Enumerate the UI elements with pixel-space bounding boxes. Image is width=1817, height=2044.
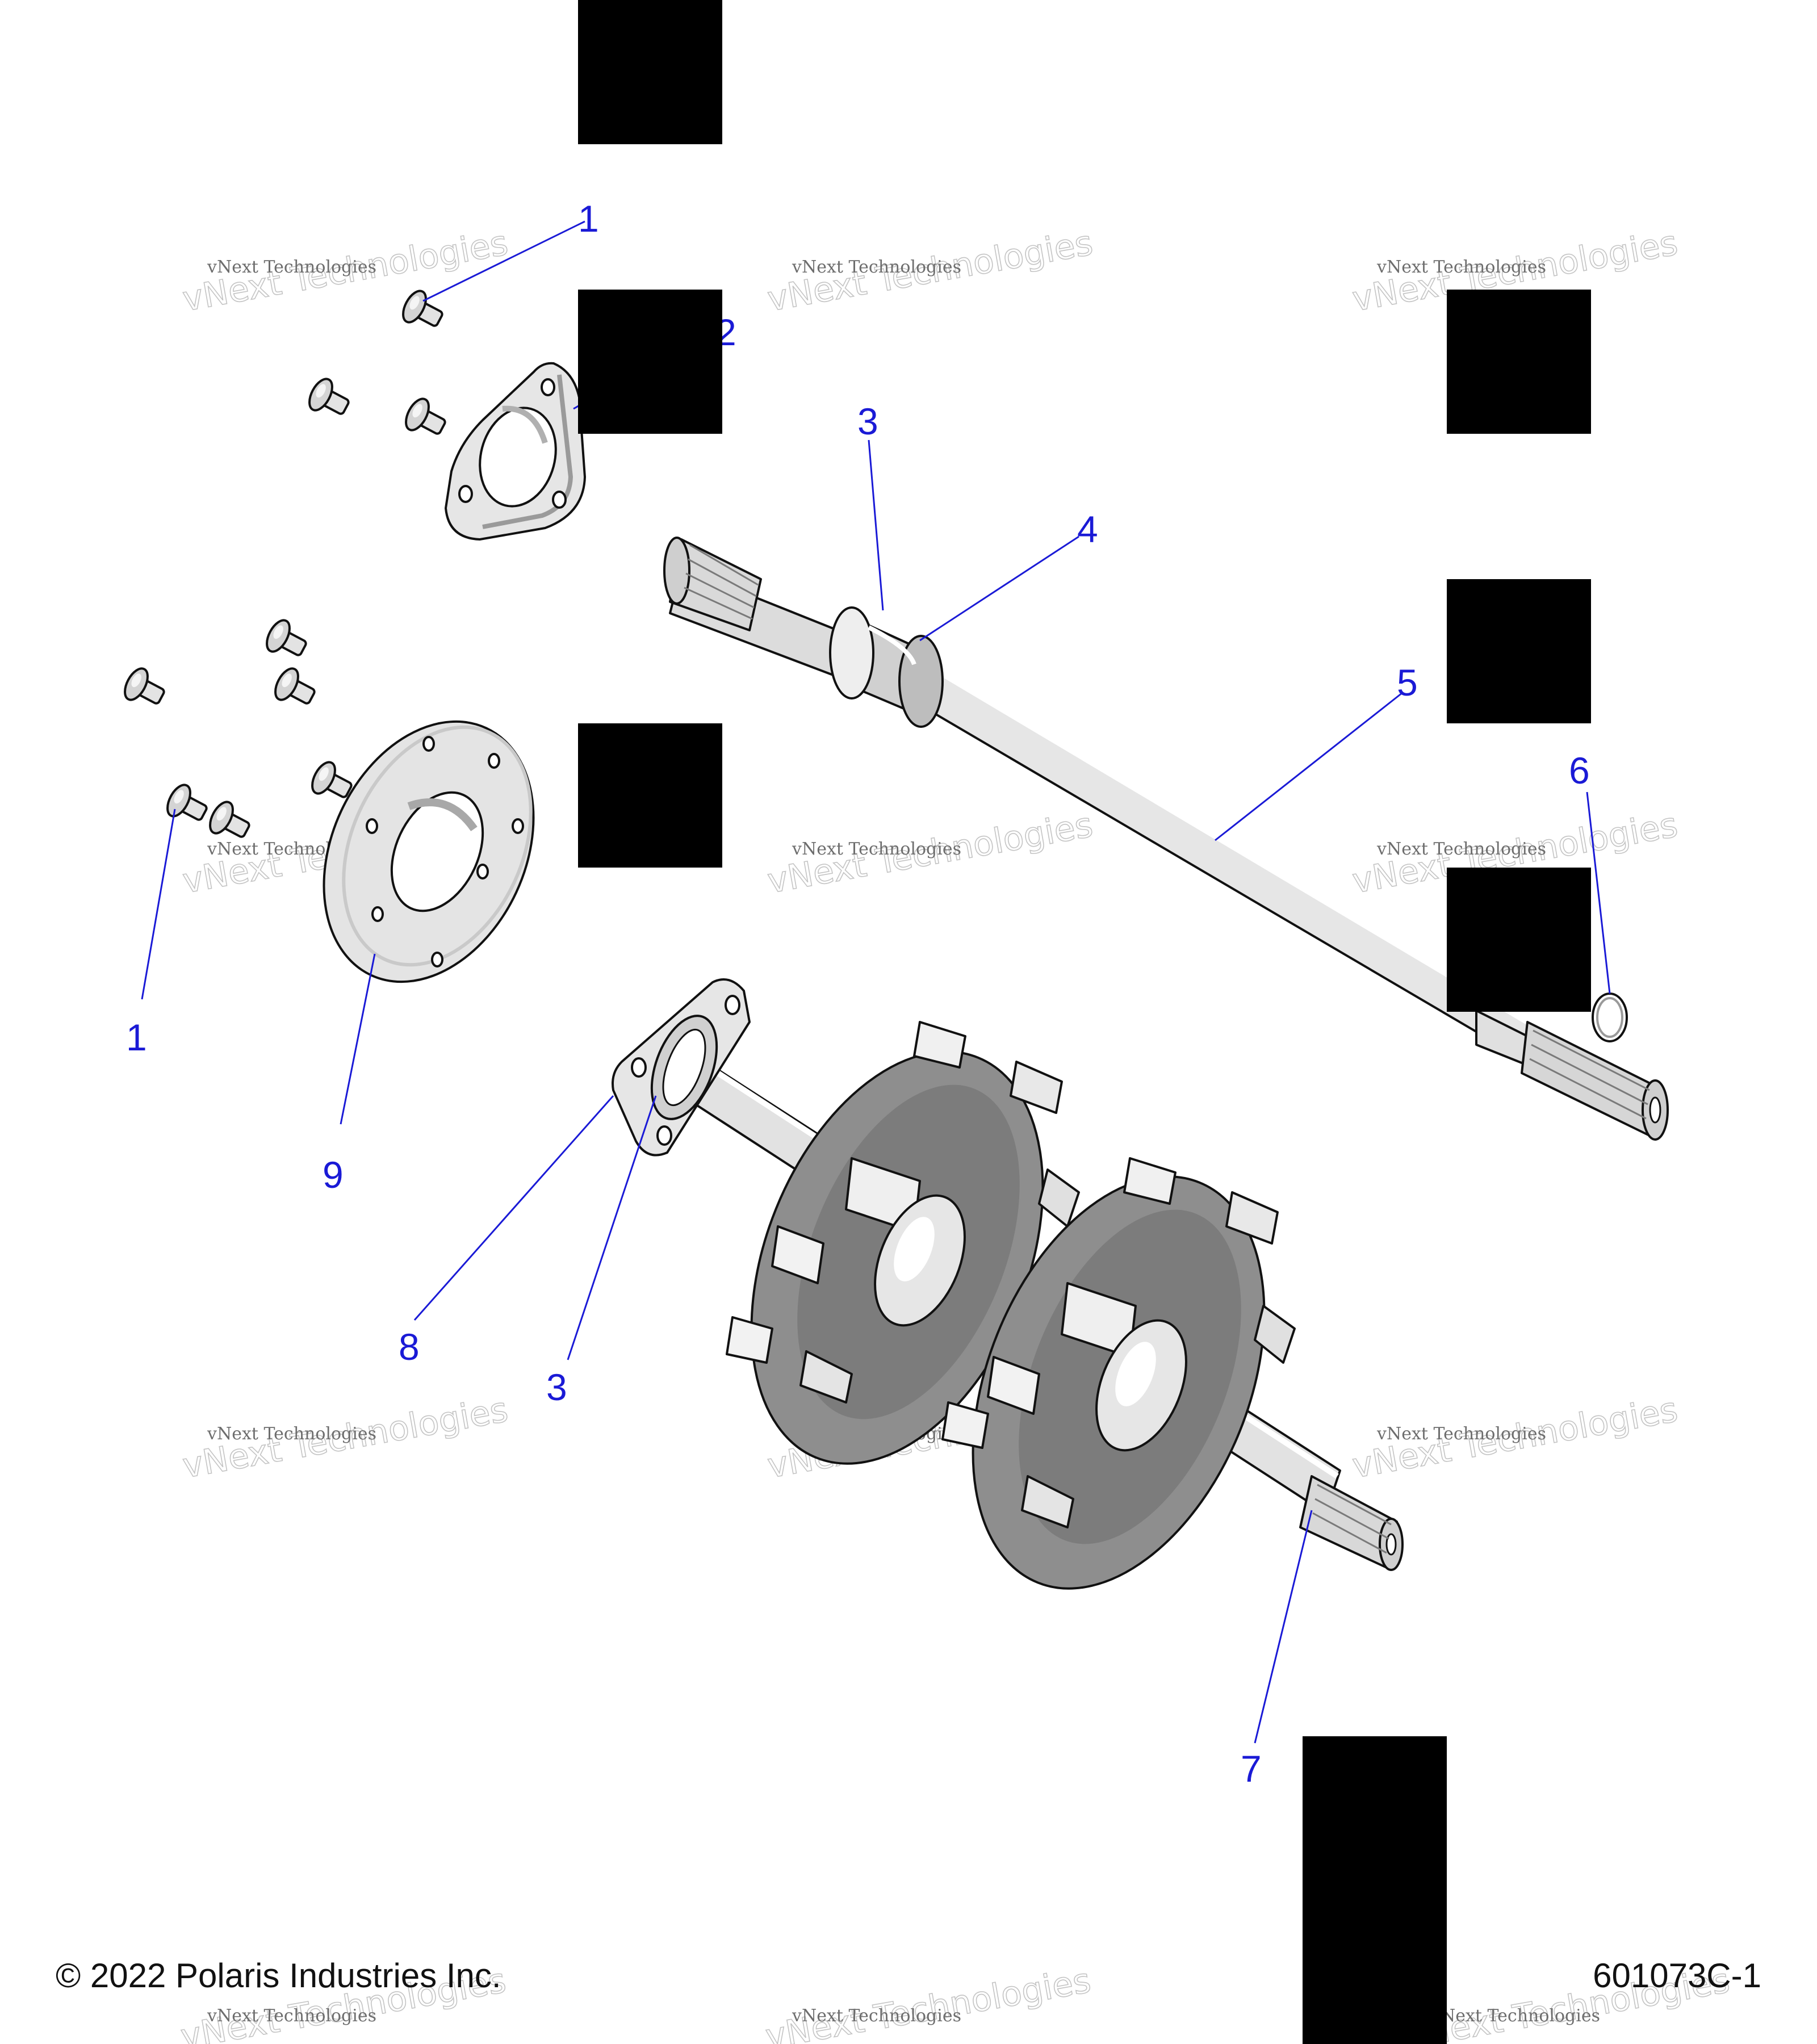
leader-1-bottom xyxy=(141,809,176,1000)
watermark: vNext Technologies vNext Technologies xyxy=(1349,1389,1681,1486)
bolt-group-top xyxy=(308,290,446,435)
o-ring xyxy=(1592,992,1628,1042)
redaction-block xyxy=(578,723,722,868)
watermark-text: vNext Technologies xyxy=(1376,839,1546,859)
callout-1-top: 1 xyxy=(578,198,599,240)
watermark: vNext Technologies vNext Technologies xyxy=(179,1389,512,1486)
bolt xyxy=(124,667,165,705)
bolt xyxy=(266,619,307,656)
callout-9: 9 xyxy=(323,1154,344,1196)
leader-3-top xyxy=(868,439,884,611)
watermark-text: vNext Technologies xyxy=(1376,1424,1546,1444)
bolt xyxy=(209,801,250,838)
watermark: vNext Technologies vNext Technologies xyxy=(764,223,1096,320)
leader-9 xyxy=(340,953,376,1125)
figure-id: 601073C-1 xyxy=(1593,1957,1761,1995)
watermark: vNext Technologies vNext Technologies xyxy=(764,805,1096,902)
callout-labels: 1 2 3 4 5 6 1 9 8 3 7 xyxy=(126,198,1590,1790)
callout-3-top: 3 xyxy=(857,400,878,442)
bolt xyxy=(405,397,446,435)
redaction-block xyxy=(1447,579,1591,723)
callout-1-bottom: 1 xyxy=(126,1016,147,1058)
bolt xyxy=(402,290,443,327)
watermark: vNext Technologies vNext Technologies xyxy=(762,1960,1094,2044)
watermark: vNext Technologies vNext Technologies xyxy=(179,223,512,320)
leader-5 xyxy=(1215,692,1403,841)
sprocket-right xyxy=(941,1157,1296,1590)
watermark-text: vNext Technologies xyxy=(792,257,961,277)
watermark-text: vNext Technologies xyxy=(1376,257,1546,277)
bolt-group-left xyxy=(124,619,353,838)
callout-7: 7 xyxy=(1241,1748,1262,1790)
footer: © 2022 Polaris Industries Inc. 601073C-1 xyxy=(56,1957,1761,1995)
watermark-text: vNext Technologies xyxy=(792,839,961,859)
leader-8 xyxy=(413,1095,614,1321)
redaction-block xyxy=(578,290,722,434)
callout-4: 4 xyxy=(1077,508,1098,550)
callout-8: 8 xyxy=(399,1326,420,1368)
callout-5: 5 xyxy=(1397,661,1418,703)
flange-gasket xyxy=(445,362,586,541)
bolt xyxy=(308,378,350,415)
drive-shaft-assembly xyxy=(612,978,1404,1590)
long-shaft xyxy=(663,537,1669,1141)
copyright-text: © 2022 Polaris Industries Inc. xyxy=(56,1957,501,1995)
redaction-block xyxy=(578,0,722,144)
callout-3-bottom: 3 xyxy=(546,1366,567,1408)
leader-1-top xyxy=(422,220,585,302)
watermark-text: vNext Technologies xyxy=(207,1424,376,1444)
spline-left xyxy=(663,537,762,631)
spline-lower xyxy=(1299,1475,1404,1571)
watermark-text: vNext Technologies xyxy=(207,2006,376,2026)
watermark-text: vNext Technologies xyxy=(207,257,376,277)
leader-lines xyxy=(141,220,1611,1744)
redaction-block xyxy=(1447,290,1591,434)
watermark-text: vNext Technologies xyxy=(792,2006,961,2026)
callout-6: 6 xyxy=(1569,749,1590,791)
sprocket-left xyxy=(726,1021,1080,1465)
flange-bearing xyxy=(612,978,751,1157)
round-plate xyxy=(323,720,535,983)
leader-7 xyxy=(1254,1510,1313,1744)
redaction-block xyxy=(1303,1736,1447,2044)
bolt xyxy=(274,667,316,705)
bolt xyxy=(166,784,208,821)
bolt xyxy=(311,761,353,798)
leader-4 xyxy=(919,535,1079,642)
leader-3-bottom xyxy=(567,1095,657,1360)
bearing-race xyxy=(829,606,944,728)
spline-right xyxy=(1475,1010,1669,1141)
redaction-blocks xyxy=(578,0,1591,2044)
redaction-block xyxy=(1447,868,1591,1012)
leader-6 xyxy=(1586,791,1611,994)
watermark-text: vNext Technologies xyxy=(1430,2006,1600,2026)
watermark-outline-text: vNext Technologies xyxy=(763,1961,1094,2044)
